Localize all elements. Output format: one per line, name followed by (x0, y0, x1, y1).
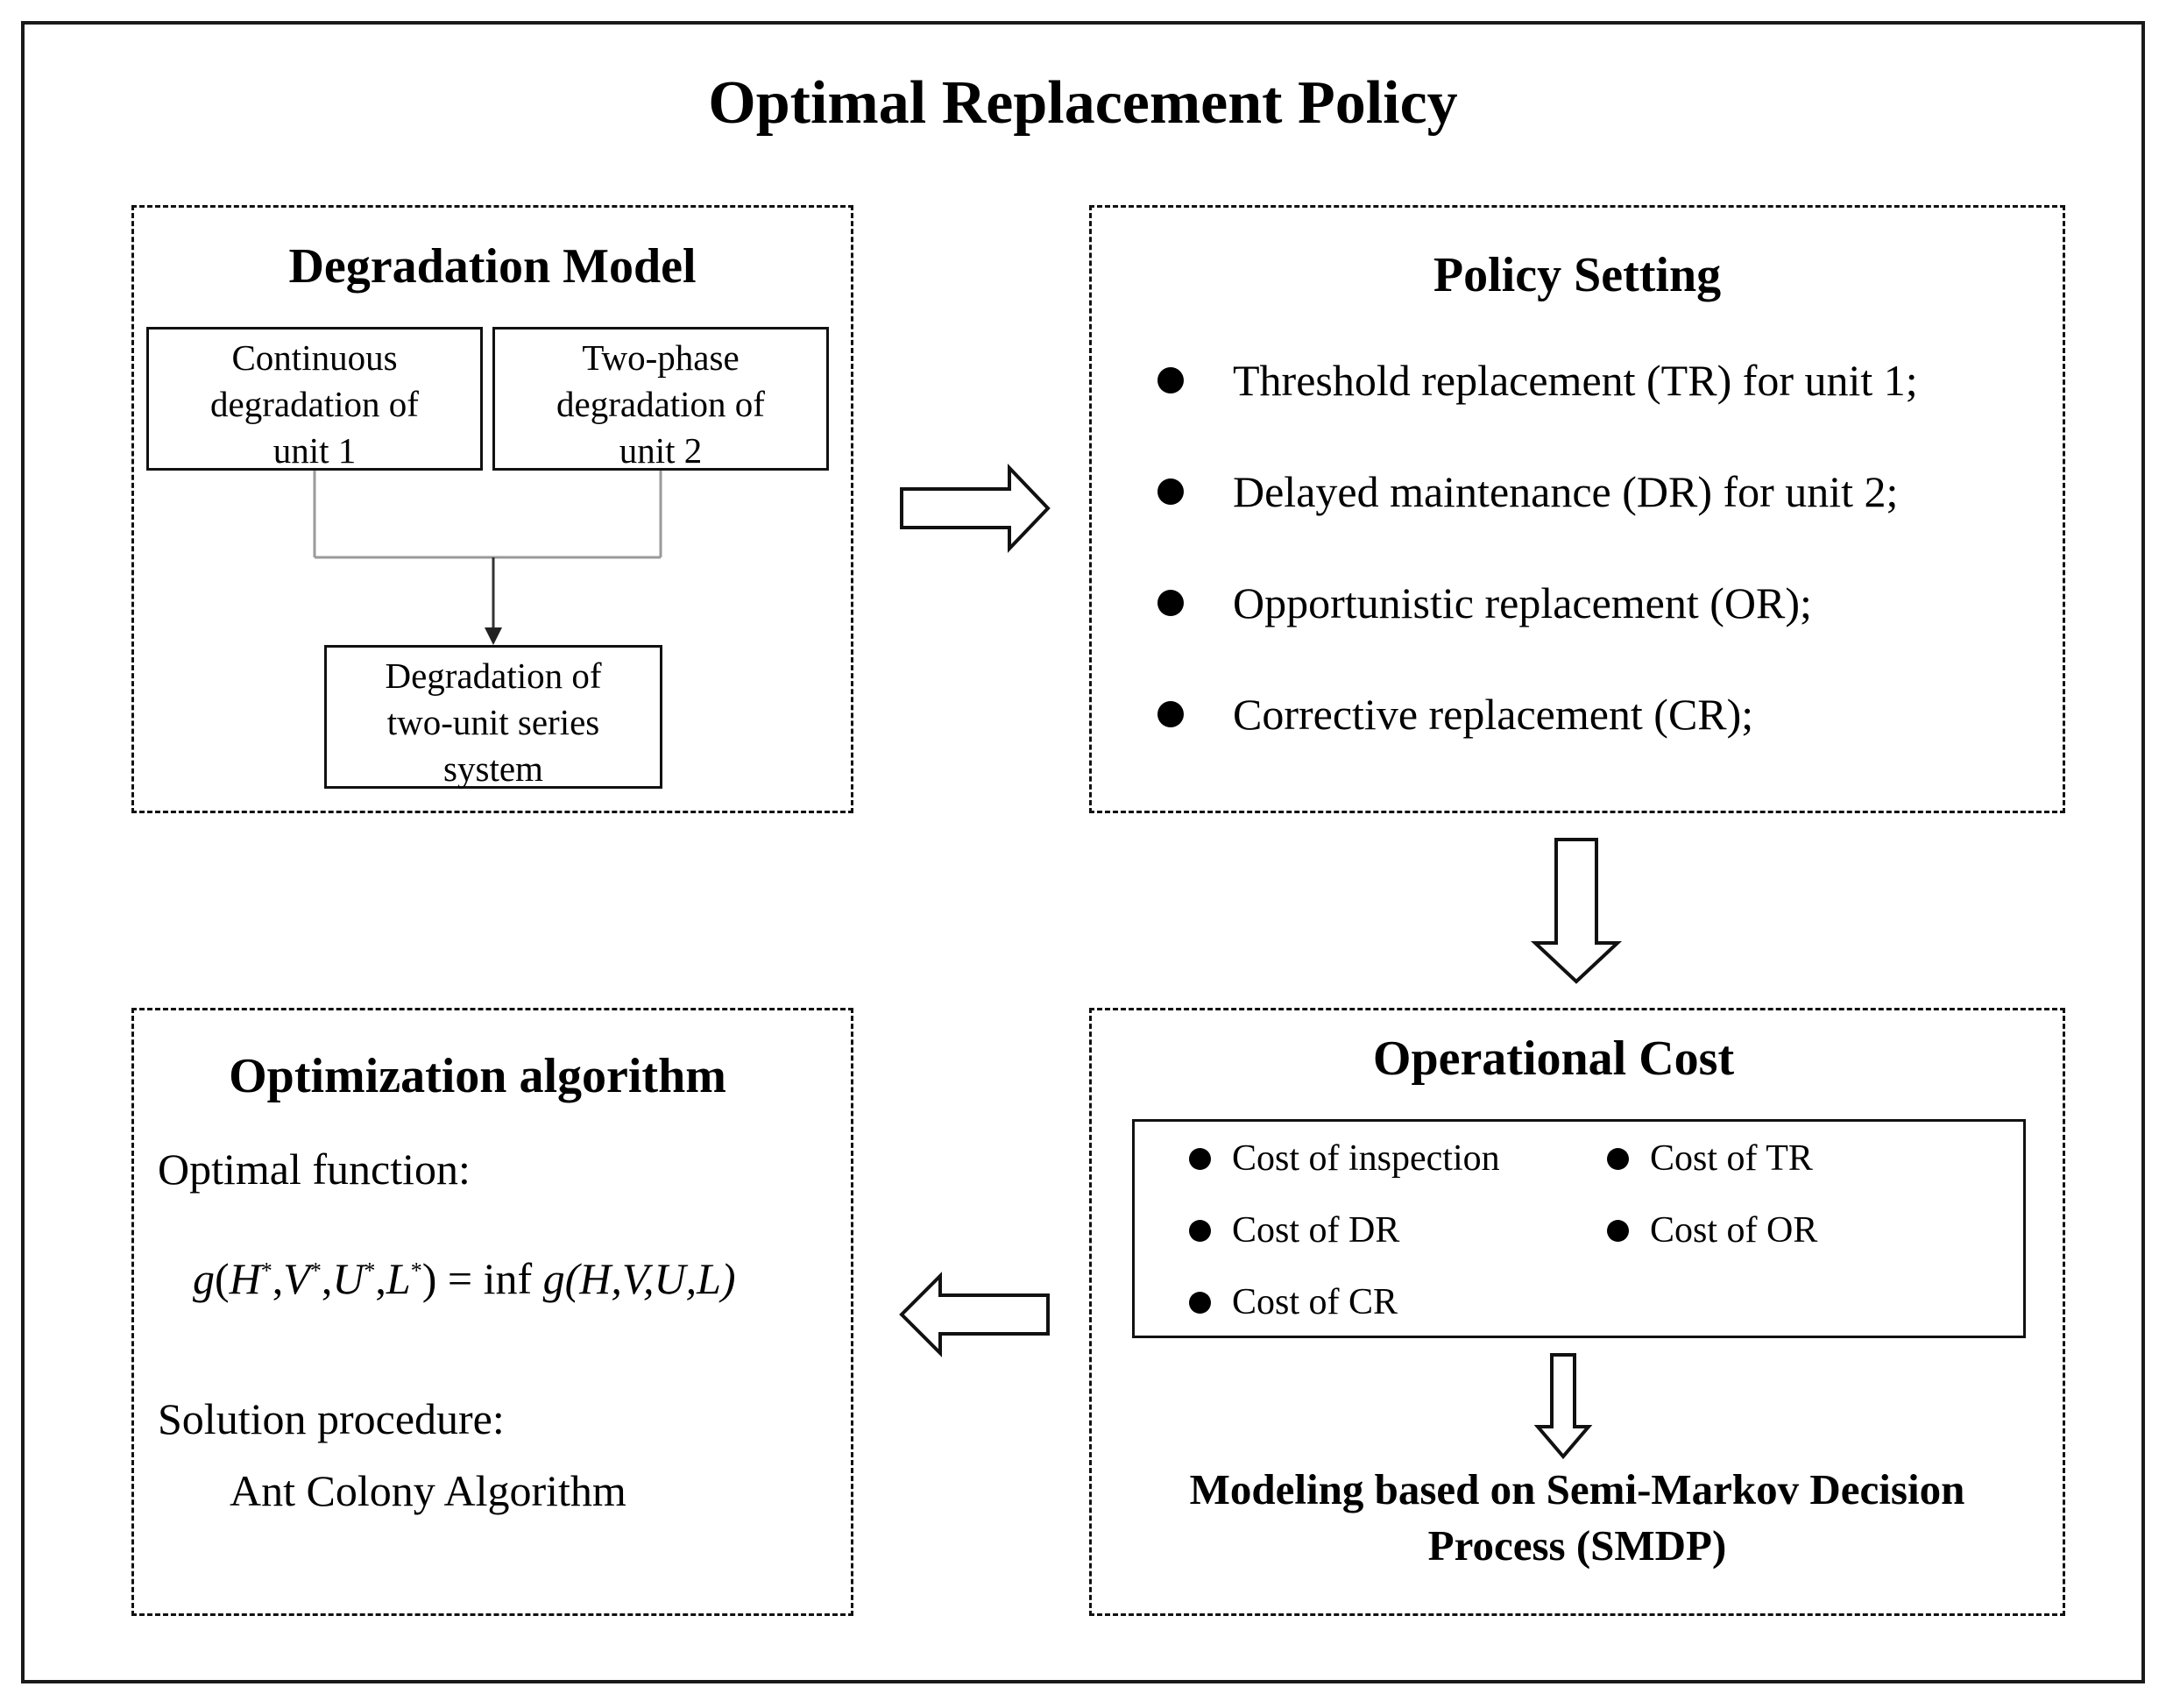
bullet-icon (1157, 478, 1184, 505)
box-line: system (443, 748, 543, 789)
policy-setting-panel (1089, 205, 2065, 813)
bullet-icon (1157, 701, 1184, 727)
formula-inf: = inf (447, 1254, 533, 1303)
formula-var: L (386, 1254, 411, 1303)
policy-item-text: Threshold replacement (TR) for unit 1; (1233, 356, 1918, 405)
formula-rhs-args: (H,V,U,L) (564, 1254, 736, 1303)
modeling-line: Modeling based on Semi-Markov Decision (1189, 1465, 1965, 1513)
cost-item-text: Cost of OR (1650, 1210, 1818, 1251)
solution-procedure-label: Solution procedure: (158, 1394, 505, 1443)
formula-var: H (229, 1254, 261, 1303)
box-line: Degradation of (385, 656, 602, 696)
smdp-modeling-label: Modeling based on Semi-Markov Decision P… (1089, 1462, 2065, 1574)
cost-item: Cost of TR (1607, 1137, 1813, 1180)
objective-formula: g(H*,V*,U*,L*) = inf g(H,V,U,L) (193, 1254, 736, 1303)
formula-star: * (260, 1258, 273, 1284)
formula-var: V (283, 1254, 310, 1303)
optimization-panel (131, 1008, 853, 1616)
cost-item: Cost of inspection (1189, 1137, 1500, 1180)
cost-item-text: Cost of DR (1232, 1210, 1400, 1251)
policy-item-text: Corrective replacement (CR); (1233, 690, 1754, 739)
policy-item: Corrective replacement (CR); (1157, 689, 1753, 740)
box-line: Continuous (231, 337, 398, 378)
formula-fn: g (193, 1254, 215, 1303)
bullet-icon (1157, 590, 1184, 616)
policy-item: Threshold replacement (TR) for unit 1; (1157, 355, 1918, 406)
box-line: degradation of (210, 384, 419, 424)
degradation-model-heading: Degradation Model (288, 239, 697, 294)
solution-procedure-value: Ant Colony Algorithm (230, 1466, 626, 1515)
policy-item: Opportunistic replacement (OR); (1157, 578, 1812, 628)
optimization-heading: Optimization algorithm (229, 1049, 726, 1103)
bullet-icon (1189, 1291, 1211, 1314)
optimal-function-label: Optimal function: (158, 1145, 471, 1194)
bullet-icon (1607, 1147, 1629, 1170)
cost-item-text: Cost of TR (1650, 1138, 1813, 1179)
bullet-icon (1189, 1219, 1211, 1242)
down-arrow-icon (1530, 838, 1623, 984)
arrowhead-icon (485, 627, 502, 645)
cost-item: Cost of CR (1189, 1281, 1398, 1323)
modeling-line: Process (SMDP) (1427, 1521, 1727, 1570)
policy-item: Delayed maintenance (DR) for unit 2; (1157, 466, 1898, 517)
left-arrow-icon (899, 1272, 1050, 1357)
formula-star: * (364, 1258, 376, 1284)
formula-star: * (410, 1258, 422, 1284)
box-line: Two-phase (582, 337, 740, 378)
outer-frame (21, 21, 2145, 1683)
cost-list-box (1132, 1119, 2026, 1338)
policy-setting-heading: Policy Setting (1433, 248, 1722, 302)
policy-item-text: Delayed maintenance (DR) for unit 2; (1233, 467, 1899, 516)
box-line: two-unit series (386, 702, 600, 742)
cost-item: Cost of OR (1607, 1209, 1817, 1251)
cost-item-text: Cost of inspection (1232, 1138, 1500, 1179)
box-line: unit 1 (273, 430, 357, 471)
unit2-degradation-box: Two-phase degradation of unit 2 (492, 327, 829, 471)
operational-cost-panel (1089, 1008, 2065, 1616)
diagram-title: Optimal Replacement Policy (708, 69, 1458, 137)
bullet-icon (1157, 367, 1184, 393)
operational-cost-heading: Operational Cost (1372, 1031, 1735, 1086)
policy-item-text: Opportunistic replacement (OR); (1233, 578, 1812, 627)
box-line: degradation of (556, 384, 765, 424)
small-down-arrow-icon (1533, 1353, 1593, 1460)
formula-fn: g (542, 1254, 565, 1303)
bullet-icon (1607, 1219, 1629, 1242)
cost-item: Cost of DR (1189, 1209, 1399, 1251)
unit1-degradation-box: Continuous degradation of unit 1 (146, 327, 483, 471)
box-line: unit 2 (619, 430, 703, 471)
bullet-icon (1189, 1147, 1211, 1170)
cost-item-text: Cost of CR (1232, 1282, 1398, 1322)
right-arrow-icon (900, 464, 1051, 553)
formula-var: U (332, 1254, 365, 1303)
system-degradation-box: Degradation of two-unit series system (324, 645, 662, 789)
formula-star: * (309, 1258, 322, 1284)
degradation-model-panel (131, 205, 853, 813)
merge-connector (313, 471, 662, 559)
